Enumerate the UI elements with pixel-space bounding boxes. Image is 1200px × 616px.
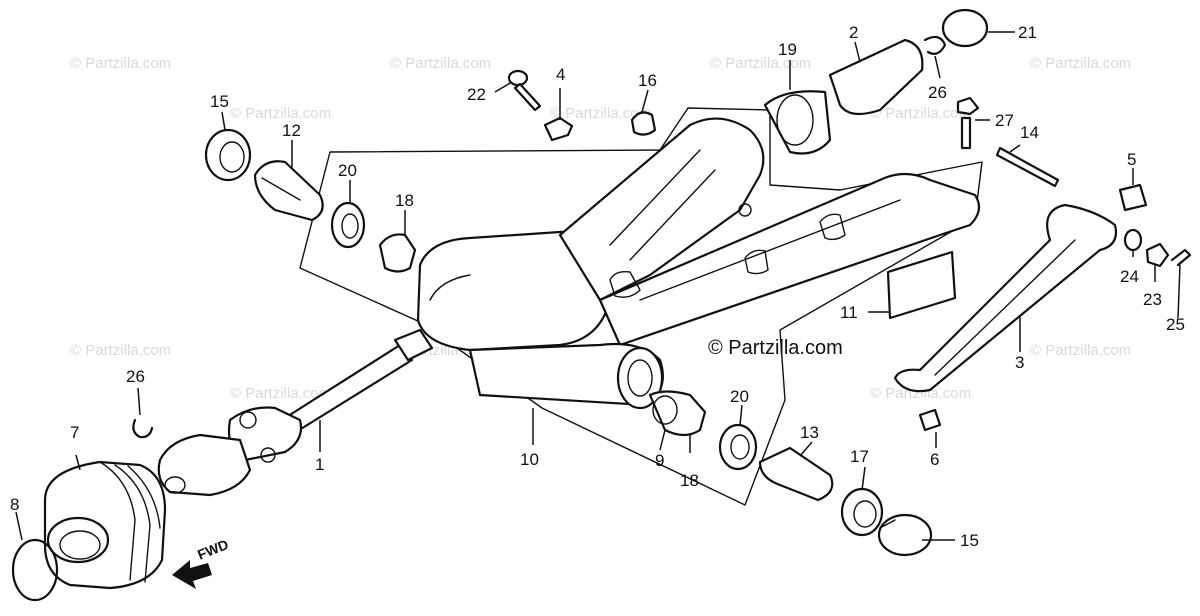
callout-3: 3 bbox=[1015, 353, 1024, 372]
callout-27: 27 bbox=[995, 111, 1014, 130]
callout-10: 10 bbox=[520, 450, 539, 469]
watermark: © Partzilla.com bbox=[1030, 55, 1131, 72]
callout-8: 8 bbox=[10, 495, 19, 514]
o-ring-top bbox=[941, 8, 989, 48]
callout-12: 12 bbox=[282, 121, 301, 140]
damper-hub bbox=[43, 460, 167, 590]
callout-1: 1 bbox=[315, 455, 324, 474]
callout-20-lower: 20 bbox=[730, 387, 749, 406]
callout-11: 11 bbox=[840, 303, 858, 322]
callout-26-upper: 26 bbox=[928, 83, 947, 102]
callout-18-upper: 18 bbox=[395, 191, 414, 210]
collar-6 bbox=[918, 408, 942, 432]
lock-nut-left bbox=[204, 128, 252, 182]
watermark: © Partzilla.com bbox=[390, 55, 491, 72]
bearing-holder bbox=[763, 90, 832, 155]
plate bbox=[543, 116, 574, 142]
rubber-cap bbox=[630, 111, 657, 136]
watermark: © Partzilla.com bbox=[710, 55, 811, 72]
washer bbox=[1123, 228, 1143, 252]
callout-26-lower: 26 bbox=[126, 367, 145, 386]
pivot-bolt-left bbox=[253, 160, 324, 222]
watermark: © Partzilla.com bbox=[70, 55, 171, 72]
callout-18-lower: 18 bbox=[680, 471, 699, 490]
circlip bbox=[132, 418, 154, 439]
pivot-bolt-right bbox=[758, 446, 834, 502]
bolt-27 bbox=[956, 96, 980, 150]
callout-14: 14 bbox=[1020, 123, 1039, 142]
fwd-arrow: FWD bbox=[172, 536, 231, 589]
watermark: © Partzilla.com bbox=[1030, 342, 1131, 359]
cotter-pin bbox=[1170, 248, 1192, 267]
callout-2: 2 bbox=[849, 23, 858, 42]
dust-boot bbox=[828, 38, 924, 116]
callout-15-lower: 15 bbox=[960, 531, 979, 550]
torque-link bbox=[893, 203, 1118, 393]
watermark: © Partzilla.com bbox=[870, 385, 971, 402]
oil-seal-left bbox=[330, 201, 366, 249]
lock-nut-right bbox=[840, 487, 884, 537]
swing-arm bbox=[416, 117, 981, 410]
callout-7: 7 bbox=[70, 423, 79, 442]
fwd-label: FWD bbox=[195, 536, 231, 563]
callout-15-upper: 15 bbox=[210, 92, 229, 111]
collar-5 bbox=[1118, 183, 1148, 212]
callout-6: 6 bbox=[930, 450, 939, 469]
callout-5: 5 bbox=[1127, 150, 1136, 169]
oil-seal-right bbox=[718, 423, 758, 471]
callout-17: 17 bbox=[850, 447, 869, 466]
callout-20-upper: 20 bbox=[338, 161, 357, 180]
callout-9: 9 bbox=[655, 451, 664, 470]
callout-19: 19 bbox=[778, 40, 797, 59]
drive-shaft bbox=[157, 328, 434, 497]
label-plate bbox=[886, 250, 957, 320]
callout-22: 22 bbox=[467, 85, 486, 104]
bolt-14 bbox=[995, 146, 1060, 188]
watermark: © Partzilla.com bbox=[230, 105, 331, 122]
watermark: © Partzilla.com bbox=[550, 105, 651, 122]
circlip-top bbox=[923, 35, 947, 55]
leader-lines bbox=[15, 31, 1181, 541]
watermark: © Partzilla.com bbox=[70, 342, 171, 359]
callouts: 1 2 3 4 5 6 7 8 9 10 11 12 13 14 15 15 1… bbox=[10, 23, 1185, 550]
bolt-top bbox=[507, 69, 542, 112]
bearing-9 bbox=[648, 390, 707, 437]
callout-21: 21 bbox=[1018, 23, 1037, 42]
callout-23: 23 bbox=[1143, 290, 1162, 309]
callout-16: 16 bbox=[638, 71, 657, 90]
assembly-boundary bbox=[299, 107, 983, 506]
nut-23 bbox=[1145, 242, 1170, 268]
watermark: © Partzilla.com bbox=[870, 105, 971, 122]
callout-24: 24 bbox=[1120, 267, 1139, 286]
callout-25: 25 bbox=[1166, 315, 1185, 334]
callout-13: 13 bbox=[800, 423, 819, 442]
o-ring bbox=[11, 538, 59, 602]
bearing-left bbox=[378, 233, 417, 273]
cap-right bbox=[877, 513, 933, 557]
callout-4: 4 bbox=[556, 65, 565, 84]
watermark: © Partzilla.com bbox=[230, 385, 331, 402]
site-credit: © Partzilla.com bbox=[708, 337, 843, 359]
